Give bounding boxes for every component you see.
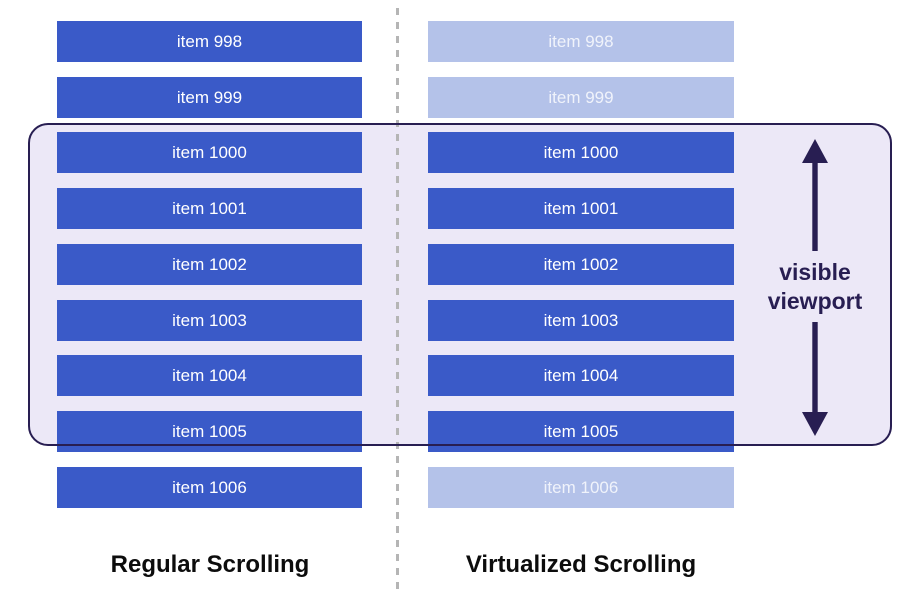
list-item: item 1006 [428,467,734,508]
list-item: item 999 [428,77,734,118]
list-item: item 1003 [57,300,362,341]
regular-scrolling-title: Regular Scrolling [110,551,310,578]
virtualized-scrolling-title: Virtualized Scrolling [465,551,697,578]
list-item: item 999 [57,77,362,118]
list-item: item 1005 [57,411,362,452]
viewport-label: visible viewport [767,259,863,314]
list-item: item 1002 [428,244,734,285]
column-divider [396,8,399,589]
list-item: item 1006 [57,467,362,508]
list-item: item 1000 [57,132,362,173]
list-item: item 1001 [57,188,362,229]
list-item: item 1000 [428,132,734,173]
list-item: item 1005 [428,411,734,452]
list-item: item 998 [428,21,734,62]
list-item: item 1001 [428,188,734,229]
list-item: item 1003 [428,300,734,341]
arrow-up-icon [802,139,828,251]
arrow-down-icon [802,322,828,436]
list-item: item 1002 [57,244,362,285]
list-item: item 998 [57,21,362,62]
list-item: item 1004 [428,355,734,396]
list-item: item 1004 [57,355,362,396]
